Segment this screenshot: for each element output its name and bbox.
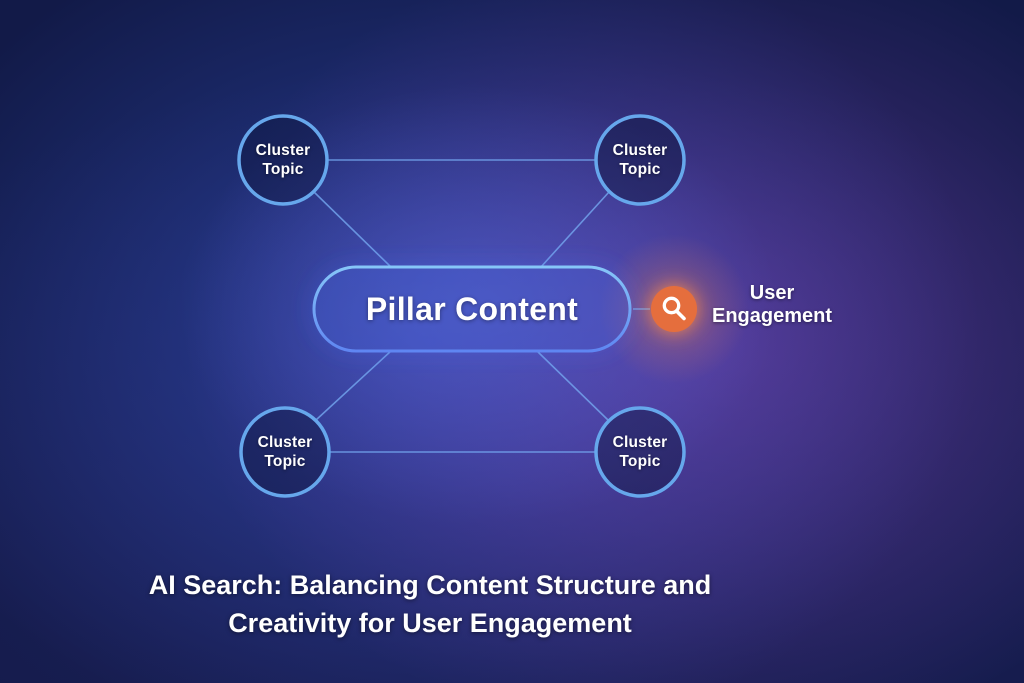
cluster-node-top-right: [594, 114, 686, 206]
cluster-label-bottom-left: Cluster Topic: [257, 434, 313, 470]
cluster-label-bottom-right: Cluster Topic: [612, 434, 668, 470]
search-circle: [651, 286, 697, 332]
cluster-label-top-right: Cluster Topic: [612, 142, 668, 178]
connector-topright-to-pillar: [539, 191, 610, 269]
cluster-node-bottom-right: [594, 406, 686, 498]
connector-lines: [313, 159, 650, 453]
connector-bottomleft-to-pillar: [315, 350, 392, 421]
page-title: AI Search: Balancing Content Structure a…: [148, 570, 712, 638]
cluster-node-bottom-left: [239, 406, 331, 498]
connector-bottomright-to-pillar: [537, 351, 609, 421]
pillar-content-label: Pillar Content: [365, 290, 579, 327]
magnifier-icon: [662, 296, 686, 321]
cluster-node-top-left: [237, 114, 329, 206]
connector-topleft-to-pillar: [313, 191, 393, 269]
pillar-content-node: [312, 265, 632, 353]
user-engagement-marker: [651, 286, 697, 332]
user-engagement-label: User Engagement: [711, 282, 833, 327]
cluster-label-top-left: Cluster Topic: [255, 142, 311, 178]
